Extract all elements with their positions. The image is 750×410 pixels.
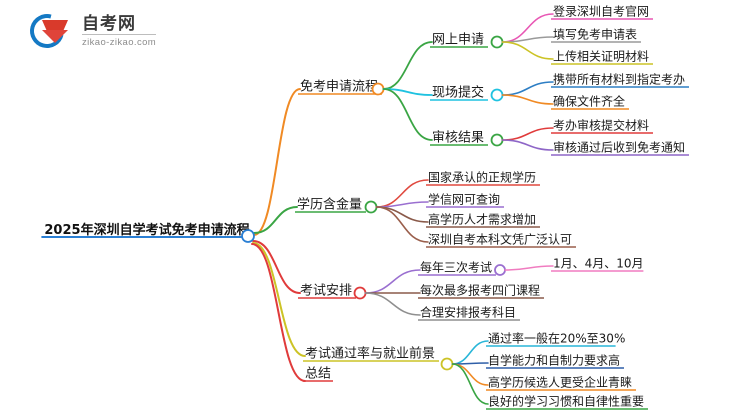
site-watermark-logo: 自考网 zikao-zikao.com <box>23 7 230 55</box>
mindmap-node-label: 现场提交 <box>432 85 484 101</box>
mindmap-node-label: 学信网可查询 <box>428 192 500 207</box>
mindmap-node-label: 高学历人才需求增加 <box>428 212 536 227</box>
mindmap-node-label: 每次最多报考四门课程 <box>420 283 540 298</box>
mindmap-node-label: 自学能力和自制力要求高 <box>488 353 620 368</box>
mindmap-node-label: 考办审核提交材料 <box>553 118 649 133</box>
mindmap-node-label: 合理安排报考科目 <box>420 305 516 320</box>
mindmap-node-label: 每年三次考试 <box>420 260 492 275</box>
mindmap-node-label: 审核通过后收到免考通知 <box>553 140 685 155</box>
watermark-text: 自考网 zikao-zikao.com <box>82 14 157 49</box>
mindmap-node-label: 良好的学习习惯和自律性重要 <box>488 394 644 409</box>
watermark-subtitle: zikao-zikao.com <box>82 36 157 48</box>
mindmap-node-label: 确保文件齐全 <box>553 94 625 109</box>
mindmap-node-label: 深圳自考本科文凭广泛认可 <box>428 232 572 247</box>
mindmap-node-label: 考试安排 <box>300 284 352 299</box>
mindmap-node-label: 总结 <box>305 367 331 382</box>
mindmap-node-label: 登录深圳自考官网 <box>553 4 649 19</box>
mindmap-node-label: 国家承认的正规学历 <box>428 170 536 185</box>
mindmap-node-label: 考试通过率与就业前景 <box>305 346 435 362</box>
mindmap-node-label: 学历含金量 <box>297 197 362 213</box>
mindmap-root-label: 2025年深圳自学考试免考申请流程 <box>44 222 249 238</box>
mindmap-node-label: 携带所有材料到指定考办 <box>553 72 685 87</box>
mindmap-node-label: 高学历候选人更受企业青睐 <box>488 375 632 390</box>
watermark-title: 自考网 <box>82 14 157 35</box>
mindmap-node-label: 上传相关证明材料 <box>553 49 649 64</box>
graduation-cap-logo-icon <box>23 7 74 55</box>
mindmap-node-label: 通过率一般在20%至30% <box>488 331 625 346</box>
mindmap-node-label: 网上申请 <box>432 33 484 48</box>
mindmap-node-label: 1月、4月、10月 <box>553 257 644 271</box>
mindmap-node-label: 免考申请流程 <box>300 80 378 95</box>
mindmap-node-label: 填写免考申请表 <box>553 27 637 42</box>
mindmap-node-label: 审核结果 <box>432 131 484 146</box>
